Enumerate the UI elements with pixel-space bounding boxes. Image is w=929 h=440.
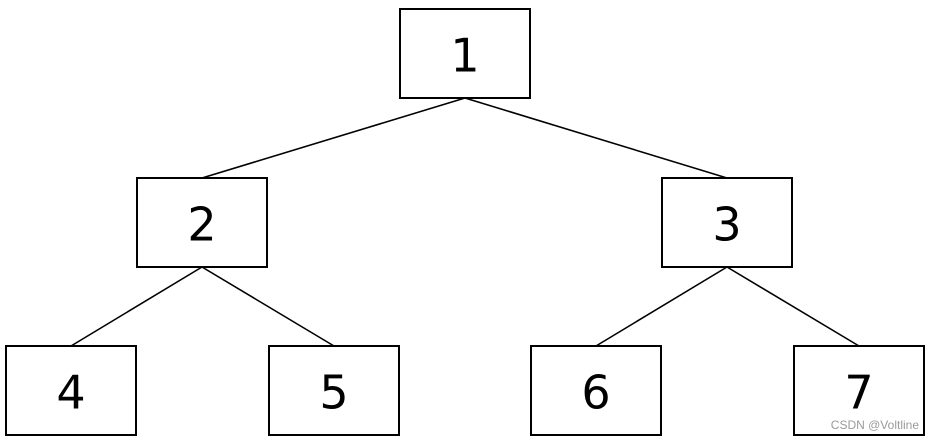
- edge-3-7: [726, 266, 860, 347]
- node-box: [661, 177, 793, 268]
- edge-2-4: [70, 266, 203, 347]
- tree-node-5: 5: [268, 345, 400, 436]
- tree-node-6: 6: [530, 345, 662, 436]
- node-label: 1: [450, 29, 479, 83]
- tree-node-7: 7: [793, 345, 925, 436]
- node-box: [399, 8, 531, 99]
- node-label: 6: [581, 366, 610, 420]
- node-box: [268, 345, 400, 436]
- node-box: [793, 345, 925, 436]
- tree-node-3: 3: [661, 177, 793, 268]
- edge-3-6: [595, 266, 728, 347]
- node-box: [136, 177, 268, 268]
- node-box: [530, 345, 662, 436]
- tree-node-4: 4: [5, 345, 137, 436]
- tree-node-1: 1: [399, 8, 531, 99]
- edge-2-5: [201, 266, 335, 347]
- tree-edges: [70, 97, 860, 347]
- edge-1-2: [201, 97, 466, 179]
- node-label: 3: [712, 198, 741, 252]
- node-label: 4: [56, 366, 85, 420]
- node-label: 7: [844, 366, 873, 420]
- node-box: [5, 345, 137, 436]
- node-label: 5: [319, 366, 348, 420]
- watermark: CSDN @Voltline: [830, 418, 919, 432]
- edge-1-3: [464, 97, 728, 179]
- tree-nodes: 1 2 3 4 5 6 7: [5, 8, 925, 436]
- tree-node-2: 2: [136, 177, 268, 268]
- node-label: 2: [187, 198, 216, 252]
